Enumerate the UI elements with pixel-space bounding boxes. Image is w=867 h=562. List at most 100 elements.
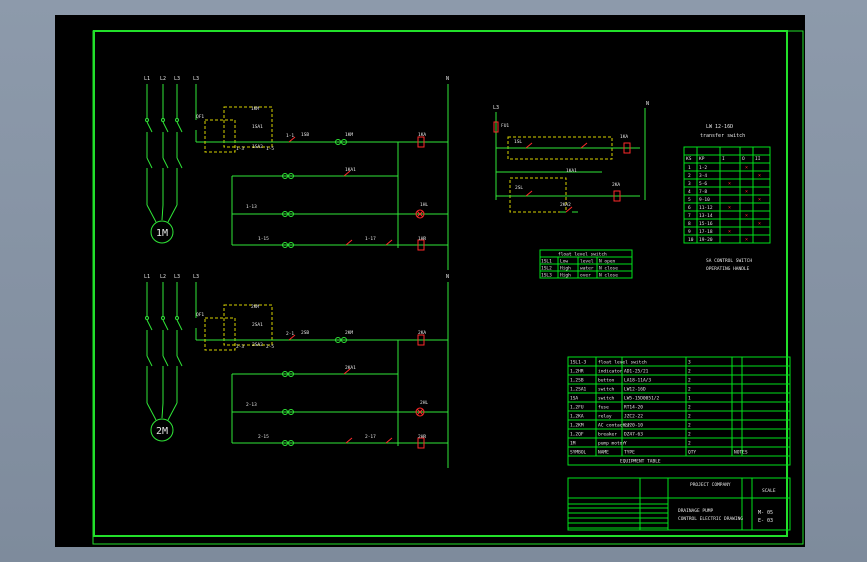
float-cell-1-2: water xyxy=(580,266,594,272)
sw-row-contact-8: 17-18 xyxy=(699,229,713,235)
c3-lbl-5: 1KA1 xyxy=(566,168,577,174)
c3-sw3-blade xyxy=(525,190,533,197)
c3-coil1 xyxy=(623,142,631,154)
float-cell-1-0: 1SL2 xyxy=(541,266,552,272)
parts-cell-3-3: 2 xyxy=(688,387,691,393)
c2-km-1 xyxy=(162,355,169,367)
parts-cell-9-1: pump motor xyxy=(598,441,625,447)
parts-cell-1-2: AD1-25/21 xyxy=(624,369,649,375)
c2-auto-b xyxy=(288,409,294,415)
tb-company: PROJECT COMPANY xyxy=(690,482,731,488)
c1-auto-b xyxy=(288,211,294,217)
c2-hold-b xyxy=(288,371,294,377)
c2-lbl-10: 2-1 xyxy=(286,331,294,337)
c1-motor xyxy=(150,220,174,244)
c1-phase-1: L2 xyxy=(160,76,166,82)
c1-lbl-3: 1SA2 xyxy=(252,144,263,150)
c1-mw1 xyxy=(146,204,157,223)
sw-mark-8: × xyxy=(728,229,731,235)
c2-selector-box xyxy=(223,304,273,346)
sw-row-num-9: 10 xyxy=(688,237,694,243)
parts-cell-7-2: CJ20-10 xyxy=(624,423,643,429)
float-title: float level switch xyxy=(558,252,607,258)
c3-coil2 xyxy=(613,190,621,202)
c3-lbl-4: 2SL xyxy=(515,185,523,191)
c1-lbl-10: 1-1 xyxy=(286,133,294,139)
parts-cell-3-0: 1,2SA1 xyxy=(570,387,587,393)
parts-cell-8-0: 1,2QF xyxy=(570,432,584,438)
c1-mw3 xyxy=(167,204,178,223)
c1-coil-hr xyxy=(417,239,425,251)
c3-sw4-blade xyxy=(565,206,573,213)
sw-row-num-3: 4 xyxy=(688,189,691,195)
c2-lbl-0: QF1 xyxy=(196,312,204,318)
c1-sb-a xyxy=(335,139,341,145)
c1-lbl-4: 1SB xyxy=(301,132,309,138)
c1-selector-box xyxy=(223,106,273,148)
c1-man-a xyxy=(282,242,288,248)
c3-neutral: N xyxy=(646,101,649,107)
c3-lbl-1: 1KA xyxy=(620,134,628,140)
sw-row-num-2: 3 xyxy=(688,181,691,187)
sw-row-contact-9: 19-20 xyxy=(699,237,713,243)
parts-cell-5-1: fuse xyxy=(598,405,609,411)
c2-lamp-hl-x xyxy=(416,408,424,416)
sw-row-num-4: 5 xyxy=(688,197,691,203)
c2-mw1 xyxy=(146,402,157,421)
parts-cell-6-3: 2 xyxy=(688,414,691,420)
c2-stop-blade xyxy=(288,334,296,341)
c1-hold-a xyxy=(282,173,288,179)
c1-lbl-5: 1KM xyxy=(345,132,353,138)
c1-sb-b xyxy=(341,139,347,145)
parts-head-1: NAME xyxy=(598,450,609,456)
c1-breaker-0 xyxy=(145,118,149,122)
parts-cell-8-3: 2 xyxy=(688,432,691,438)
parts-cell-9-2: Y xyxy=(624,441,627,447)
float-cell-2-0: 1SL3 xyxy=(541,273,552,279)
c1-phase-2: L3 xyxy=(174,76,180,82)
c1-lbl-14: 1-15 xyxy=(258,236,269,242)
c1-lamp-hl xyxy=(415,209,425,219)
c1-lbl-9: 1HR xyxy=(418,236,426,242)
parts-cell-4-0: 1SA xyxy=(570,396,578,402)
parts-cell-3-1: switch xyxy=(598,387,615,393)
c2-coil-km xyxy=(417,334,425,346)
c1-lbl-13: 1-13 xyxy=(246,204,257,210)
c1-lbl-11: 1-3 xyxy=(236,146,244,152)
c2-neutral-label: N xyxy=(446,274,449,280)
sw-mark-0: × xyxy=(745,165,748,171)
parts-footer: EQUIPMENT TABLE xyxy=(620,459,661,465)
c2-sb-a xyxy=(335,337,341,343)
c2-lbl-11: 2-3 xyxy=(236,344,244,350)
sw-head-2: I xyxy=(722,156,725,162)
c2-lbl-7: 2KA1 xyxy=(345,365,356,371)
c2-lbl-2: 2SA1 xyxy=(252,322,263,328)
c2-lbl-4: 2SB xyxy=(301,330,309,336)
float-cell-0-1: Low xyxy=(560,259,568,265)
c1-km-0 xyxy=(146,157,153,169)
c2-km-0 xyxy=(146,355,153,367)
c3-sw1-blade xyxy=(525,142,533,149)
sw-mark-4: × xyxy=(758,197,761,203)
c2-lbl-12: 2-5 xyxy=(266,344,274,350)
c3-lbl-2: 2KA xyxy=(612,182,620,188)
sw-mark-2: × xyxy=(728,181,731,187)
c2-auto-a xyxy=(282,409,288,415)
c2-breaker-0 xyxy=(145,316,149,320)
c2-phase-1: L2 xyxy=(160,274,166,280)
c1-ka-blade xyxy=(343,170,351,177)
c3-phase: L3 xyxy=(493,105,499,111)
c1-lbl-8: 1HL xyxy=(420,202,428,208)
parts-cell-7-0: 1,2KM xyxy=(570,423,584,429)
c3-lbl-0: FU1 xyxy=(501,123,509,129)
c2-coil-hr xyxy=(417,437,425,449)
float-cell-0-2: level xyxy=(580,259,594,265)
c1-phase-3: L3 xyxy=(193,76,199,82)
float-cell-2-2: over xyxy=(580,274,591,279)
c2-lbl-3: 2SA2 xyxy=(252,342,263,348)
c1-breaker-blade-0 xyxy=(146,121,153,133)
c2-selector-box2 xyxy=(204,317,236,351)
c1-stop-blade xyxy=(288,136,296,143)
parts-cell-5-2: RT14-20 xyxy=(624,405,643,411)
